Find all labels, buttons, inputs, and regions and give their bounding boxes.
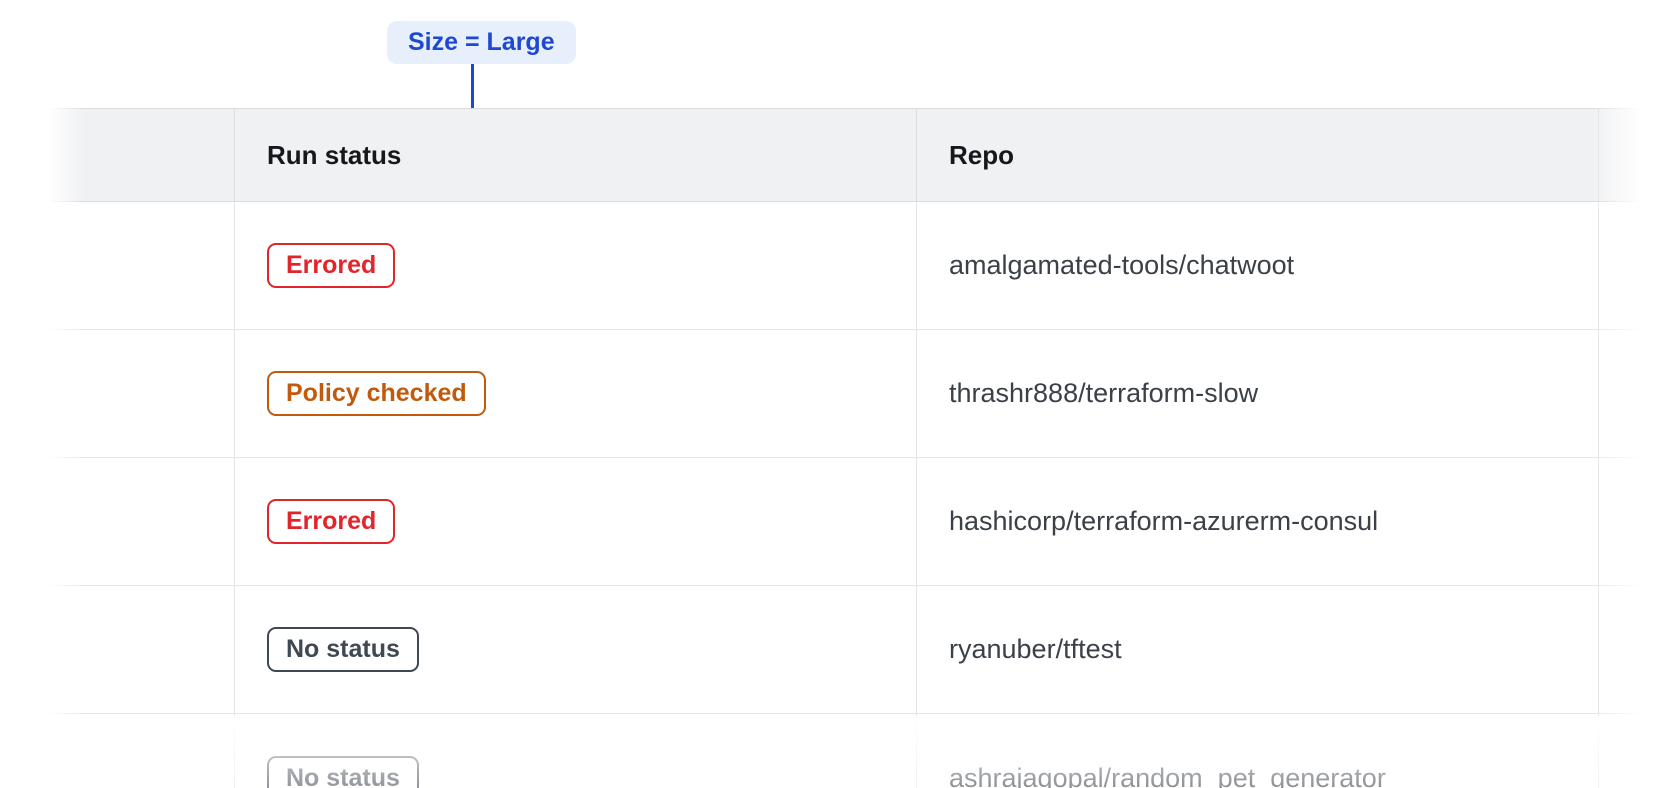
run-status-badge: Policy checked — [267, 371, 486, 416]
run-status-badge: No status — [267, 627, 419, 672]
run-status-badge: Errored — [267, 499, 396, 544]
repo-name: amalgamated-tools/chatwoot — [949, 250, 1295, 280]
row-trailing-cell — [1598, 330, 1672, 457]
repo-cell: amalgamated-tools/chatwoot — [916, 202, 1598, 329]
repo-cell: hashicorp/terraform-azurerm-consul — [916, 458, 1598, 585]
row-leading-cell — [43, 586, 234, 713]
column-header-empty — [43, 109, 234, 201]
row-leading-cell — [43, 330, 234, 457]
runs-table: Run status Repo Errored amalgamated-tools… — [43, 108, 1672, 788]
row-trailing-cell — [1598, 202, 1672, 329]
repo-cell: ashrajagopal/random_pet_generator — [916, 714, 1598, 788]
size-annotation-tooltip: Size = Large — [387, 21, 576, 64]
repo-name: ryanuber/tftest — [949, 634, 1122, 664]
repo-name: hashicorp/terraform-azurerm-consul — [949, 506, 1379, 536]
row-trailing-cell — [1598, 714, 1672, 788]
run-status-cell: No status — [234, 586, 916, 713]
run-status-cell: Errored — [234, 202, 916, 329]
repo-cell: thrashr888/terraform-slow — [916, 330, 1598, 457]
column-header-overflow — [1598, 109, 1672, 201]
table-row[interactable]: Policy checked thrashr888/terraform-slow — [43, 330, 1672, 458]
table-row[interactable]: Errored amalgamated-tools/chatwoot — [43, 202, 1672, 330]
row-leading-cell — [43, 202, 234, 329]
row-trailing-cell — [1598, 458, 1672, 585]
table-row[interactable]: Errored hashicorp/terraform-azurerm-consu… — [43, 458, 1672, 586]
row-leading-cell — [43, 458, 234, 585]
repo-name: thrashr888/terraform-slow — [949, 378, 1259, 408]
row-trailing-cell — [1598, 586, 1672, 713]
repo-cell: ryanuber/tftest — [916, 586, 1598, 713]
table-header-row: Run status Repo — [43, 108, 1672, 202]
repo-name: ashrajagopal/random_pet_generator — [949, 762, 1386, 788]
table-row[interactable]: No status ashrajagopal/random_pet_generat… — [43, 714, 1672, 788]
run-status-badge: No status — [267, 755, 419, 788]
run-status-badge: Errored — [267, 243, 396, 288]
run-status-cell: Errored — [234, 458, 916, 585]
column-header-run-status: Run status — [234, 109, 916, 201]
table-row[interactable]: No status ryanuber/tftest — [43, 586, 1672, 714]
row-leading-cell — [43, 714, 234, 788]
run-status-cell: Policy checked — [234, 330, 916, 457]
run-status-cell: No status — [234, 714, 916, 788]
column-header-repo: Repo — [916, 109, 1598, 201]
